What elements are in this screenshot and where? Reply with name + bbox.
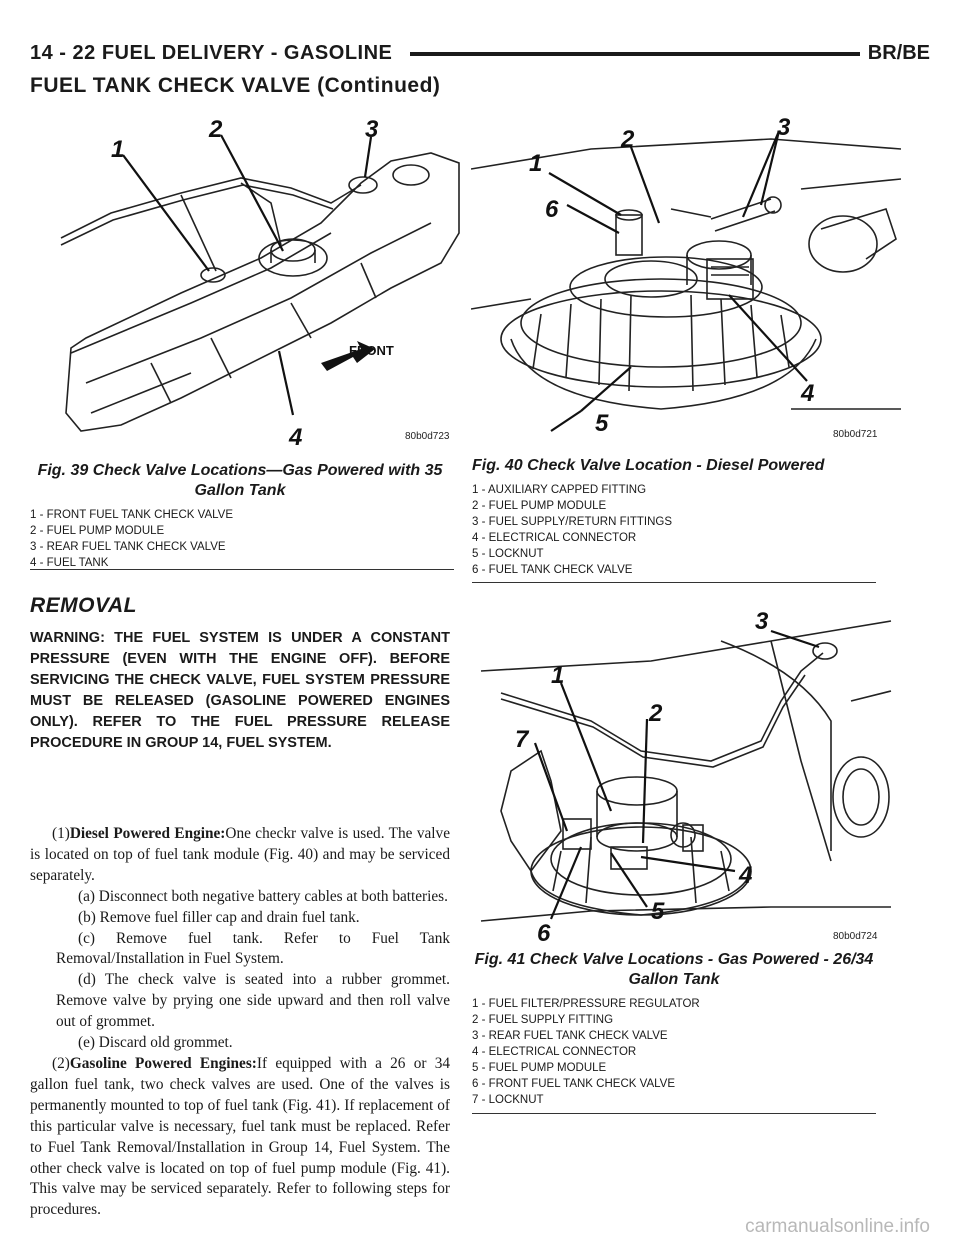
front-arrow-icon	[321, 341, 375, 371]
callout-6: 6	[545, 196, 559, 223]
callout-4: 4	[800, 380, 814, 407]
callout-1: 1	[551, 662, 564, 689]
figure-41-legend: 1 - FUEL FILTER/PRESSURE REGULATOR 2 - F…	[472, 996, 876, 1108]
figure-39-legend: 1 - FRONT FUEL TANK CHECK VALVE 2 - FUEL…	[30, 507, 450, 571]
model-code: BR/BE	[867, 42, 930, 64]
legend-item: 2 - FUEL PUMP MODULE	[30, 525, 165, 537]
image-code: 80b0d724	[833, 931, 878, 942]
front-label: FRONT	[349, 343, 394, 358]
diesel-module-drawing: 1 2 3 4 5 6 80b0d721	[471, 114, 901, 440]
legend-item: 5 - FUEL PUMP MODULE	[472, 1062, 607, 1074]
callout-2: 2	[620, 126, 635, 153]
callout-2: 2	[208, 116, 223, 143]
legend-item: 3 - FUEL SUPPLY/RETURN FITTINGS	[472, 516, 672, 528]
legend-item: 1 - FUEL FILTER/PRESSURE REGULATOR	[472, 998, 700, 1010]
page-header: 14 - 22 FUEL DELIVERY - GASOLINE BR/BE	[30, 42, 930, 72]
callout-6: 6	[537, 920, 551, 947]
legend-item: 4 - ELECTRICAL CONNECTOR	[472, 532, 637, 544]
callout-3: 3	[365, 116, 379, 143]
figure-41-illustration: 3 1 2 7 4 5 6 80b0d724	[470, 600, 902, 948]
caption-rule	[30, 569, 454, 570]
legend-item: 4 - FUEL TANK	[30, 557, 109, 569]
figure-39-illustration: 1 2 3 4 FRONT 80b0d723	[30, 112, 462, 458]
step-1b: (b) Remove fuel filler cap and drain fue…	[78, 908, 360, 926]
callout-7: 7	[515, 726, 530, 753]
step-1d: (d) The check valve is seated into a rub…	[56, 971, 450, 1031]
legend-item: 2 - FUEL PUMP MODULE	[472, 500, 607, 512]
figure-40-illustration: 1 2 3 4 5 6 80b0d721	[470, 108, 902, 454]
figure-40-caption: Fig. 40 Check Valve Location - Diesel Po…	[472, 456, 892, 578]
warning-text: WARNING: THE FUEL SYSTEM IS UNDER A CONS…	[30, 630, 450, 751]
legend-item: 5 - LOCKNUT	[472, 548, 544, 560]
removal-procedure: (1)Diesel Powered Engine:One checkr valv…	[30, 824, 450, 1221]
removal-heading: REMOVAL	[30, 594, 137, 617]
fuel-tank-35gal-drawing: 1 2 3 4 FRONT 80b0d723	[60, 116, 460, 451]
page-reference: 14 - 22 FUEL DELIVERY - GASOLINE	[30, 42, 393, 64]
caption-rule	[472, 582, 876, 583]
callout-1: 1	[111, 136, 124, 163]
header-rule	[410, 52, 860, 56]
gas-module-26-34gal-drawing: 3 1 2 7 4 5 6 80b0d724	[480, 608, 892, 947]
step-2: (2)Gasoline Powered Engines:If equipped …	[30, 1054, 450, 1219]
legend-item: 7 - LOCKNUT	[472, 1094, 544, 1106]
caption-rule	[472, 1113, 876, 1114]
figure-41-caption: Fig. 41 Check Valve Locations - Gas Powe…	[472, 950, 876, 1108]
figure-41-title: Fig. 41 Check Valve Locations - Gas Powe…	[474, 951, 874, 988]
callout-4: 4	[288, 424, 302, 451]
legend-item: 6 - FRONT FUEL TANK CHECK VALVE	[472, 1078, 675, 1090]
callout-4: 4	[738, 862, 752, 889]
watermark: carmanualsonline.info	[745, 1216, 930, 1237]
callout-5: 5	[651, 898, 665, 925]
step-1a: (a) Disconnect both negative battery cab…	[78, 887, 448, 905]
figure-39-title: Fig. 39 Check Valve Locations—Gas Powere…	[37, 462, 443, 499]
figure-39-caption: Fig. 39 Check Valve Locations—Gas Powere…	[30, 461, 450, 571]
callout-5: 5	[595, 410, 609, 437]
callout-2: 2	[648, 700, 663, 727]
legend-item: 3 - REAR FUEL TANK CHECK VALVE	[30, 541, 226, 553]
legend-item: 1 - FRONT FUEL TANK CHECK VALVE	[30, 509, 233, 521]
section-title: FUEL TANK CHECK VALVE (Continued)	[30, 74, 441, 97]
step-1: (1)Diesel Powered Engine:One checkr valv…	[30, 825, 450, 884]
legend-item: 4 - ELECTRICAL CONNECTOR	[472, 1046, 637, 1058]
callout-1: 1	[529, 150, 542, 177]
callout-3: 3	[777, 114, 791, 141]
legend-item: 1 - AUXILIARY CAPPED FITTING	[472, 484, 647, 496]
legend-item: 2 - FUEL SUPPLY FITTING	[472, 1014, 614, 1026]
legend-item: 3 - REAR FUEL TANK CHECK VALVE	[472, 1030, 668, 1042]
figure-40-legend: 1 - AUXILIARY CAPPED FITTING 2 - FUEL PU…	[472, 482, 892, 578]
image-code: 80b0d721	[833, 429, 878, 440]
callout-3: 3	[755, 608, 769, 635]
step-1c: (c) Remove fuel tank. Refer to Fuel Tank…	[56, 929, 450, 968]
legend-item: 6 - FUEL TANK CHECK VALVE	[472, 564, 633, 576]
step-1e: (e) Discard old grommet.	[78, 1034, 233, 1052]
figure-40-title: Fig. 40 Check Valve Location - Diesel Po…	[472, 457, 825, 474]
image-code: 80b0d723	[405, 431, 450, 442]
